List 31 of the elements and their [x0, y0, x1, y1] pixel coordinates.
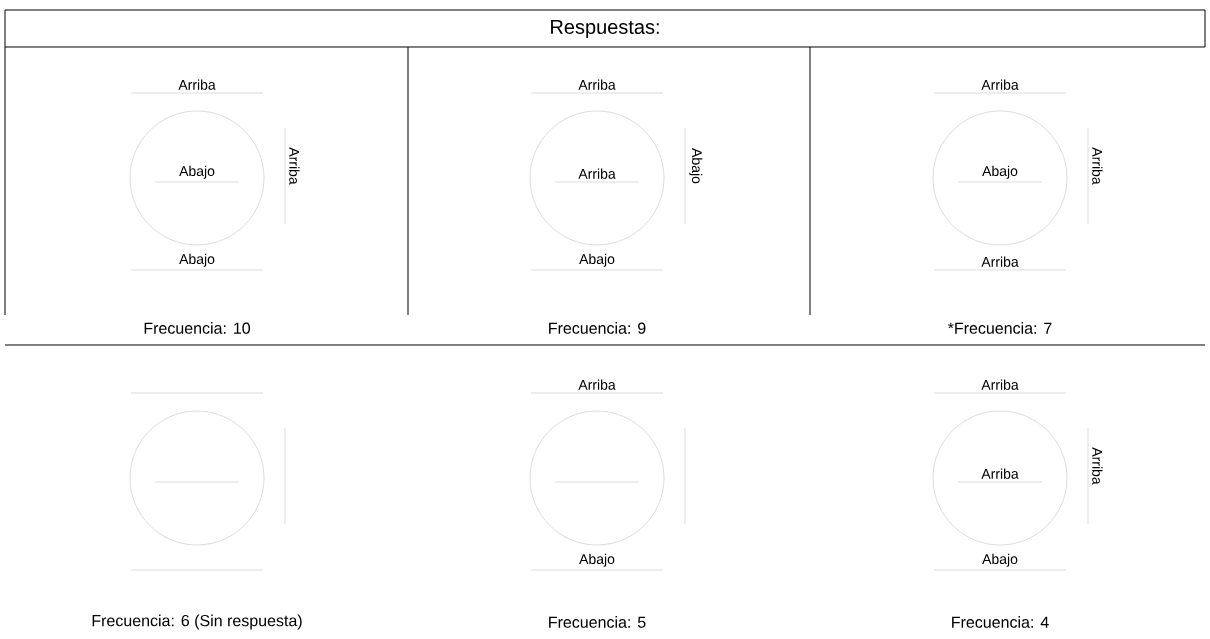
- circle: [129, 110, 265, 246]
- frequency-caption: Frecuencia: 4: [952, 616, 1049, 628]
- fill-in-line: Arriba: [933, 256, 1067, 271]
- frequency-caption: Frecuencia: 6 (Sin respuesta): [92, 614, 302, 630]
- fill-in-line: Abajo: [130, 253, 264, 271]
- fill-in-line: Arriba: [284, 127, 300, 225]
- fill-in-line: Arriba: [1087, 127, 1103, 225]
- fill-in-line: Arriba: [1087, 427, 1103, 525]
- fill-in-line: Abajo: [933, 553, 1067, 571]
- fill-in-line: Arriba: [933, 379, 1067, 394]
- title: Respuestas:: [551, 20, 659, 38]
- circle: [129, 410, 265, 546]
- frequency-caption: *Frecuencia: 7: [947, 322, 1052, 334]
- fill-in-line: Arriba: [933, 79, 1067, 94]
- frequency-caption: Frecuencia: 9: [549, 322, 646, 334]
- fill-in-line: Abajo: [530, 253, 664, 271]
- fill-in-line: Abajo: [154, 165, 240, 183]
- frequency-caption: Frecuencia: 10: [144, 322, 250, 334]
- frequency-caption: Frecuencia: 5: [549, 616, 646, 628]
- circle: [932, 110, 1068, 246]
- fill-in-line: Abajo: [684, 127, 703, 225]
- fill-in-line: Abajo: [957, 165, 1043, 183]
- fill-in-line: Arriba: [554, 168, 640, 183]
- fill-in-line: Arriba: [957, 468, 1043, 483]
- fill-in-line: Abajo: [530, 553, 664, 571]
- circle: [932, 410, 1068, 546]
- fill-in-line: Arriba: [130, 79, 264, 94]
- circle: [529, 410, 665, 546]
- fill-in-line: Arriba: [530, 379, 664, 394]
- fill-in-line: Arriba: [530, 79, 664, 94]
- circle: [529, 110, 665, 246]
